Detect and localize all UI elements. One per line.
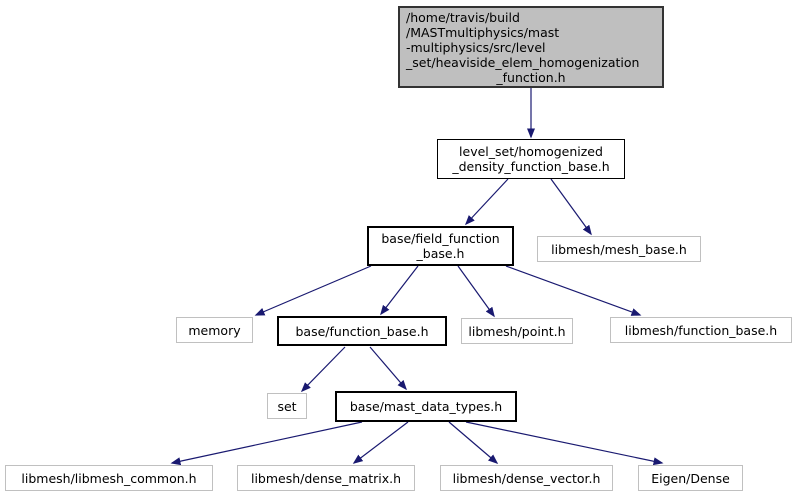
node-label-line: _function.h [496,69,566,85]
edge-field-function-to-point [457,265,495,318]
node-label-line: /MASTmultiphysics/mast [406,24,560,40]
graph-node-function-base[interactable]: base/function_base.h [277,316,447,346]
node-label: libmesh/dense_vector.h [452,470,601,486]
node-label: Eigen/Dense [651,470,730,486]
node-label-line: level_set/homogenized [459,144,603,159]
graph-node-field-function-base[interactable]: base/field_function _base.h [367,226,514,266]
edge-mast-data-types-to-dense-matrix [352,421,409,464]
graph-node-libmesh-common: libmesh/libmesh_common.h [5,465,213,491]
node-label: set [277,398,297,414]
edge-homogenized-to-mesh-base [550,178,592,236]
edge-mast-data-types-to-libmesh-common [170,421,363,466]
edge-function-base-to-mast-data-types [369,346,407,391]
node-label: libmesh/libmesh_common.h [21,470,197,486]
graph-node-eigen-dense: Eigen/Dense [638,465,743,491]
edge-field-function-to-function-base [380,265,419,316]
node-label-line: _density_function_base.h [452,159,610,174]
edge-field-function-to-libmesh-function-base [505,265,642,316]
node-label-line: /home/travis/build [406,9,520,25]
node-label: libmesh/function_base.h [624,322,778,338]
node-label: libmesh/mesh_base.h [551,241,687,257]
graph-node-mesh-base: libmesh/mesh_base.h [537,236,701,262]
node-label: libmesh/point.h [468,323,566,339]
graph-node-dense-matrix: libmesh/dense_matrix.h [237,465,415,491]
node-label-line: base/field_function [381,231,500,246]
node-label: memory [188,322,241,338]
edge-field-function-to-memory [254,265,372,316]
graph-node-mast-data-types[interactable]: base/mast_data_types.h [335,391,517,422]
graph-node-set: set [267,393,307,419]
node-label: base/function_base.h [295,323,429,339]
graph-node-homogenized-density-function-base[interactable]: level_set/homogenized _density_function_… [437,139,625,179]
node-label-line: _set/heaviside_elem_homogenization [406,54,640,70]
node-label-line: -multiphysics/src/level [406,39,546,55]
graph-node-dense-vector: libmesh/dense_vector.h [440,465,613,491]
graph-node-memory: memory [176,317,253,343]
edge-mast-data-types-to-dense-vector [448,421,499,464]
graph-node-libmesh-function-base: libmesh/function_base.h [610,317,792,343]
node-label: base/mast_data_types.h [349,399,503,414]
edge-function-base-to-set [300,346,346,393]
node-label: libmesh/dense_matrix.h [250,470,402,486]
edge-homogenized-to-field-function [464,178,509,226]
edge-mast-data-types-to-eigen-dense [465,421,664,466]
graph-node-root: /home/travis/build /MASTmultiphysics/mas… [398,6,664,88]
node-label-line: _base.h [416,246,465,261]
graph-node-point: libmesh/point.h [461,318,573,344]
